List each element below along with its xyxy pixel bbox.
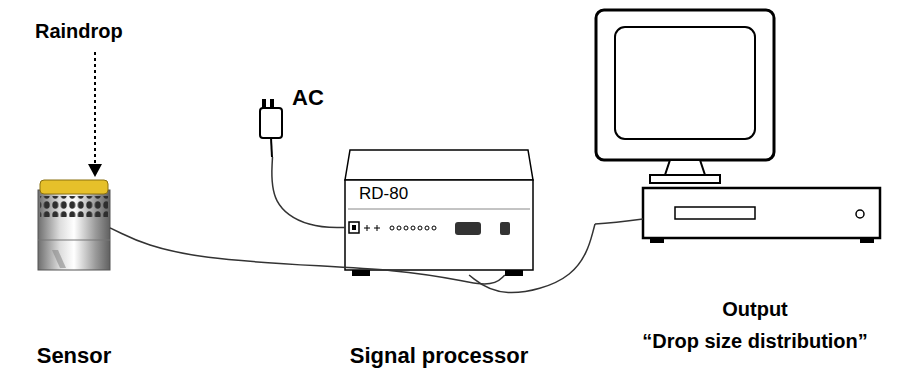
device-label: RD-80 <box>359 184 408 204</box>
computer <box>595 10 880 243</box>
processor-node: RD-80Signal processor <box>345 150 533 275</box>
adapter-node: AC <box>255 95 290 157</box>
sensor-node: Sensor <box>38 180 110 272</box>
cable <box>110 228 505 284</box>
raindrop-arrow <box>88 52 102 177</box>
cable <box>469 224 595 293</box>
node-heading: Output <box>722 298 788 321</box>
computer-node: Output“Drop size distribution” <box>595 8 885 248</box>
processor-box <box>345 150 533 276</box>
node-heading: AC <box>292 85 324 110</box>
callout-label: Raindrop <box>35 20 123 43</box>
node-heading: Signal processor <box>350 343 529 368</box>
node-heading: Sensor <box>37 343 112 368</box>
node-caption: “Drop size distribution” <box>642 330 868 353</box>
cable <box>272 157 345 228</box>
ac-adapter <box>260 99 282 157</box>
sensor-drawing <box>38 180 110 270</box>
